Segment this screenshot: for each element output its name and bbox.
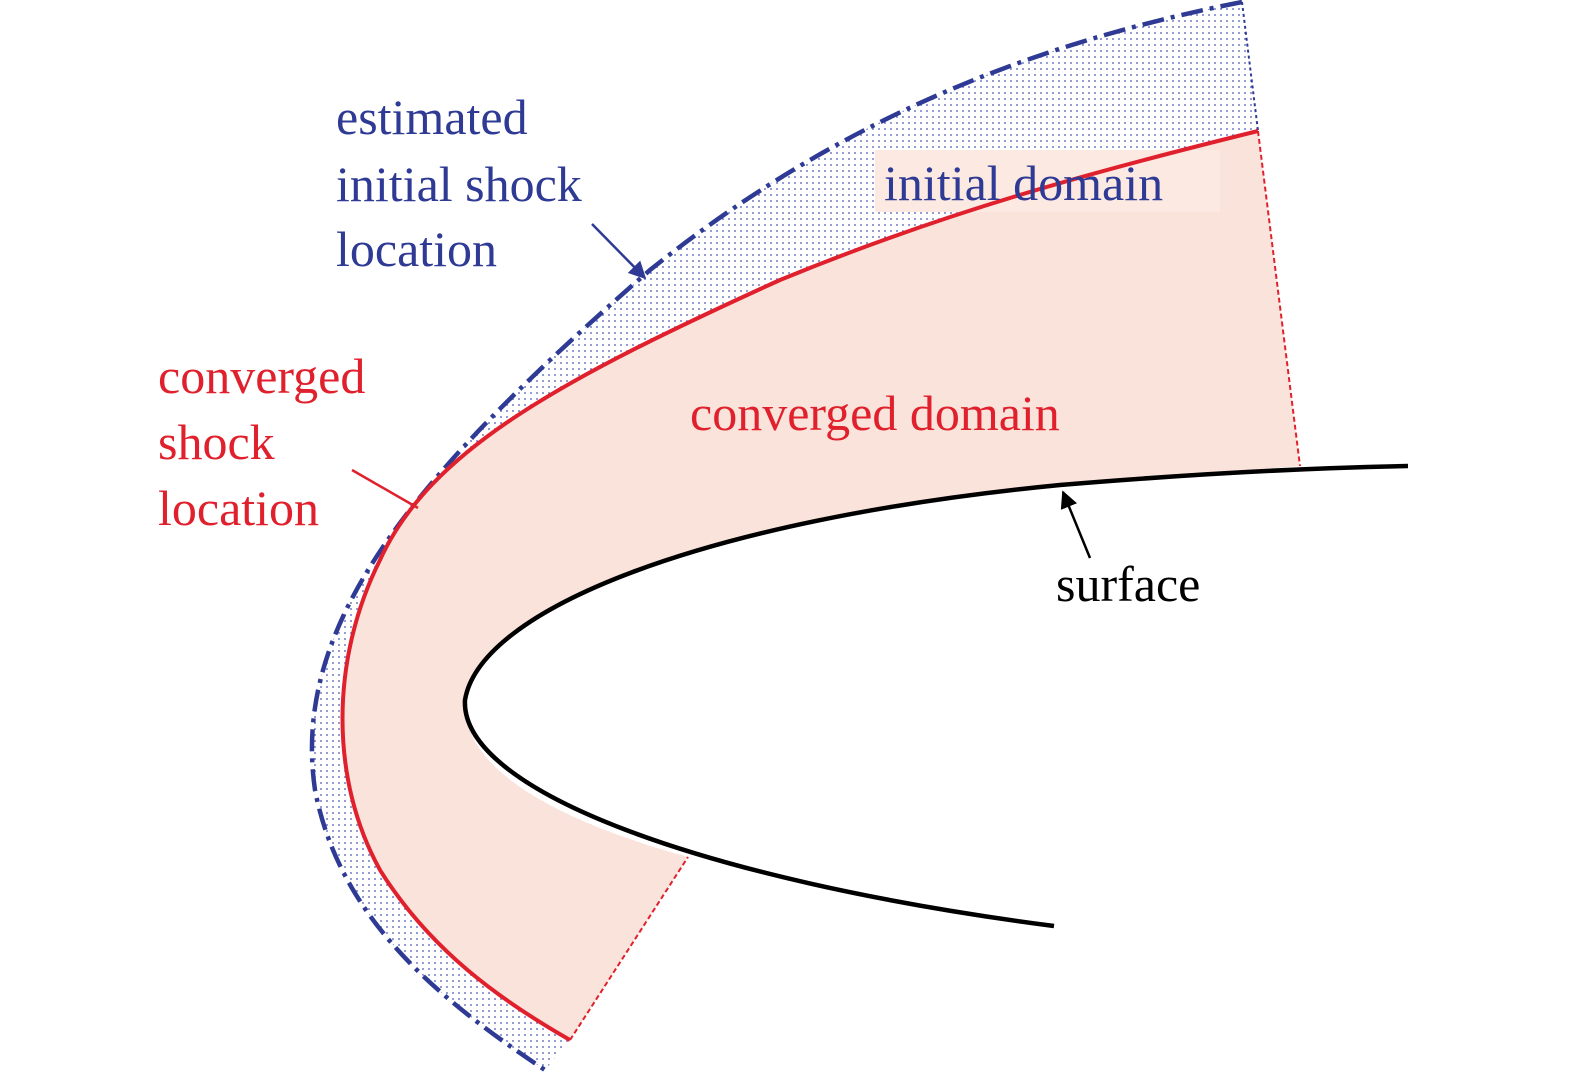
initial-domain-right-boundary (1241, 1, 1259, 132)
estimated-shock-label-2: initial shock (336, 156, 582, 212)
initial-domain-label-box (875, 150, 1220, 212)
converged-bottom-boundary (569, 856, 689, 1041)
estimated-shock-label-3: location (336, 221, 497, 277)
estimated-shock-label-1: estimated (336, 89, 528, 145)
surface-label: surface (1056, 556, 1200, 612)
body-surface-curve (462, 463, 1409, 929)
converged-shock-leader (351, 468, 419, 510)
surface-arrow (1060, 490, 1092, 559)
converged-right-boundary (1257, 130, 1301, 467)
converged-shock-label-3: location (158, 480, 319, 536)
converged-domain-label: converged domain (690, 385, 1060, 441)
converged-shock-label-1: converged (158, 348, 365, 404)
estimated-shock-arrow (591, 223, 647, 280)
converged-shock-label-2: shock (158, 414, 275, 470)
converged-domain-region (342, 131, 1300, 1040)
initial-domain-label: initial domain (884, 155, 1163, 211)
